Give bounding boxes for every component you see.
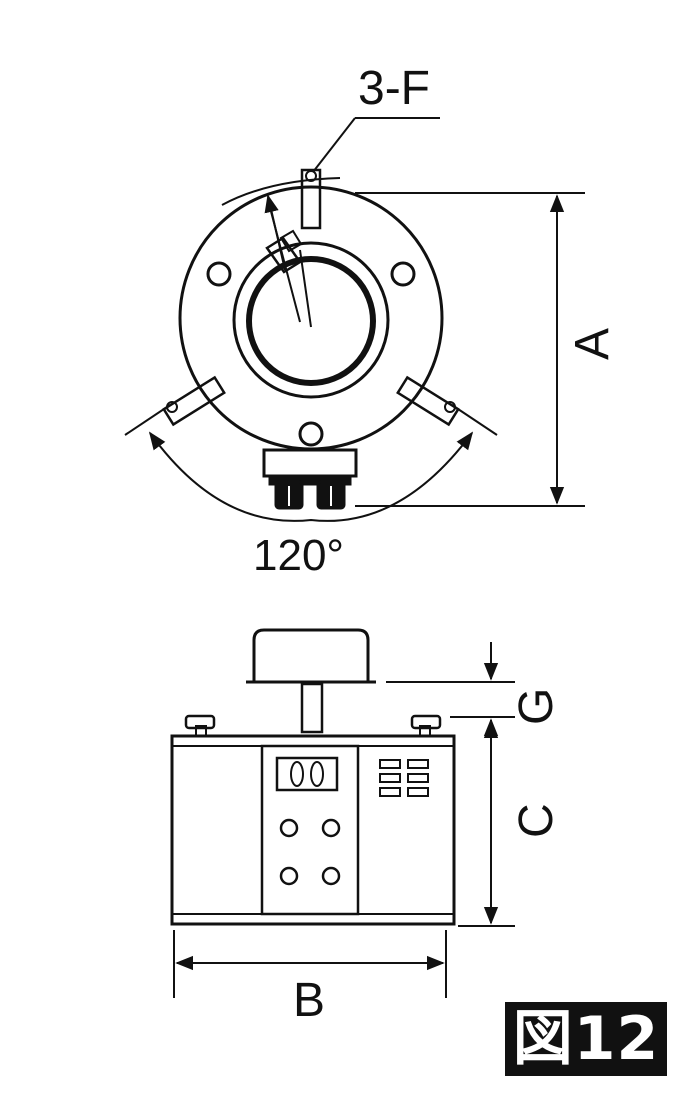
dimension-b xyxy=(173,930,447,998)
vent-slots xyxy=(379,759,429,797)
shaft xyxy=(300,682,324,734)
body-ring xyxy=(232,241,390,399)
flange-outline xyxy=(178,185,444,451)
shaft-housing xyxy=(246,256,376,386)
front-panel xyxy=(260,744,360,916)
figure-label: 図12 xyxy=(505,1002,667,1076)
mount-hole-right xyxy=(390,261,416,287)
side-view xyxy=(170,628,456,926)
mount-hole-bottom xyxy=(298,421,324,447)
clamp-left xyxy=(162,375,226,427)
leader-3f xyxy=(312,117,440,173)
angle-dimension xyxy=(124,404,498,522)
mount-hole-left xyxy=(206,261,232,287)
label-b: B xyxy=(293,974,325,1027)
label-g: G xyxy=(510,688,563,725)
dimension-c xyxy=(458,720,515,927)
terminal-block xyxy=(262,448,358,478)
top-view xyxy=(162,168,460,510)
dimension-a xyxy=(355,192,585,507)
clamp-right xyxy=(396,375,460,427)
knob xyxy=(252,628,370,684)
label-a: A xyxy=(566,328,619,360)
label-c: C xyxy=(510,803,563,838)
label-angle: 120° xyxy=(253,531,344,580)
label-3f: 3-F xyxy=(358,62,430,115)
body xyxy=(170,734,456,926)
dimension-g xyxy=(386,642,515,759)
